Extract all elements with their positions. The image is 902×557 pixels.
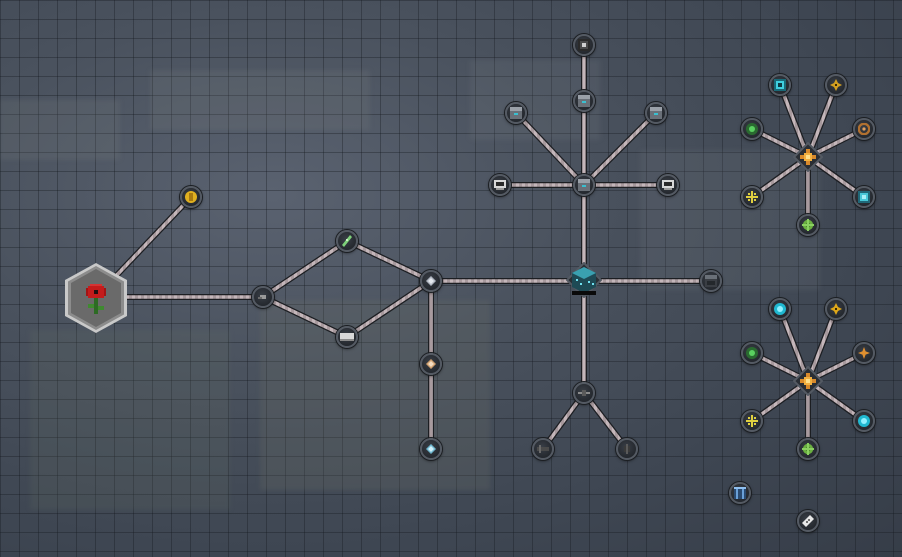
advancement-crystal-hub[interactable] [420,270,442,292]
advancement-ice-crystal[interactable] [420,438,442,460]
white-tool-icon [802,515,814,527]
terminal-icon [494,180,506,190]
pipe-icon [622,444,632,454]
dark-casing-icon [705,275,717,287]
advancement-gold-coin[interactable] [180,186,202,208]
advancement-lower-yellow-spark[interactable] [741,410,763,432]
advancement-lower-gold-star[interactable] [825,298,847,320]
advancement-top-casing[interactable] [573,34,595,56]
teal-chip-icon [858,191,870,203]
upper-cluster-hub[interactable] [792,141,824,173]
green-orb-icon [746,123,758,135]
backdrop-blob [30,330,230,510]
casing-icon [510,107,522,119]
cyan-orb-icon [774,303,786,315]
advancement-lower-cyan-chip[interactable] [853,410,875,432]
gold-coin-icon [185,191,197,203]
yellow-spark-icon [746,191,758,203]
advancement-left-casing[interactable] [505,102,527,124]
advancement-lower-lime-gear[interactable] [797,438,819,460]
backdrop-blob [0,100,120,160]
iron-plate-icon [340,333,354,341]
orange-gem-icon [800,373,816,393]
advancement-small-pebble[interactable] [252,286,274,308]
ice-crystal-icon [426,444,436,454]
advancement-right-pipe[interactable] [616,438,638,460]
advancement-lower-orange-spark[interactable] [853,342,875,364]
dark-casing-icon [578,39,590,51]
orange-gem-icon [800,149,816,169]
advancement-upper-gold-star[interactable] [825,74,847,96]
advancement-white-tool[interactable] [797,510,819,532]
gold-star-icon [830,303,842,315]
advancement-upper-teal-chip[interactable] [853,186,875,208]
cyan-chip-icon [774,79,786,91]
advancement-mid-casing[interactable] [573,90,595,112]
poppy-icon [80,282,112,320]
advancement-upper-cyan-chip[interactable] [769,74,791,96]
pipe-icon [537,445,549,453]
advancement-amber-crystal[interactable] [420,353,442,375]
crystal-icon [426,276,436,286]
backdrop-blob [260,300,490,490]
orange-spark-icon [858,347,870,359]
pipe-icon [578,390,590,396]
casing-icon [578,179,590,191]
advancement-pipe-hub[interactable] [573,382,595,404]
root-advancement[interactable] [64,262,128,334]
lower-cluster-hub[interactable] [792,365,824,397]
advancement-lower-green-orb[interactable] [741,342,763,364]
advancement-green-shard[interactable] [336,230,358,252]
advancement-upper-yellow-spark[interactable] [741,186,763,208]
advancement-right-casing[interactable] [645,102,667,124]
advancement-iron-plate[interactable] [336,326,358,348]
lime-gear-icon [802,443,814,455]
casing-icon [650,107,662,119]
pebble-icon [258,293,268,301]
gold-star-icon [830,79,842,91]
advancement-left-terminal[interactable] [489,174,511,196]
advancement-lower-cyan-orb[interactable] [769,298,791,320]
green-shard-icon [342,235,352,247]
advancement-right-terminal[interactable] [657,174,679,196]
yellow-spark-icon [746,415,758,427]
advancement-left-pipe[interactable] [532,438,554,460]
green-orb-icon [746,347,758,359]
blue-crate-icon [734,487,746,499]
lime-gear-icon [802,219,814,231]
backdrop-blob [150,70,370,130]
bronze-ring-icon [858,123,870,135]
advancement-side-casing[interactable] [700,270,722,292]
reactor-core-icon [572,267,596,299]
advancement-upper-lime-gear[interactable] [797,214,819,236]
cyan-orb-icon [858,415,870,427]
casing-icon [578,95,590,107]
terminal-icon [662,180,674,190]
advancement-blue-crate[interactable] [729,482,751,504]
advancement-upper-green-orb[interactable] [741,118,763,140]
amber-crystal-icon [426,359,436,369]
advancement-center-casing[interactable] [573,174,595,196]
advancement-upper-bronze-ring[interactable] [853,118,875,140]
core-advancement[interactable] [565,261,603,299]
